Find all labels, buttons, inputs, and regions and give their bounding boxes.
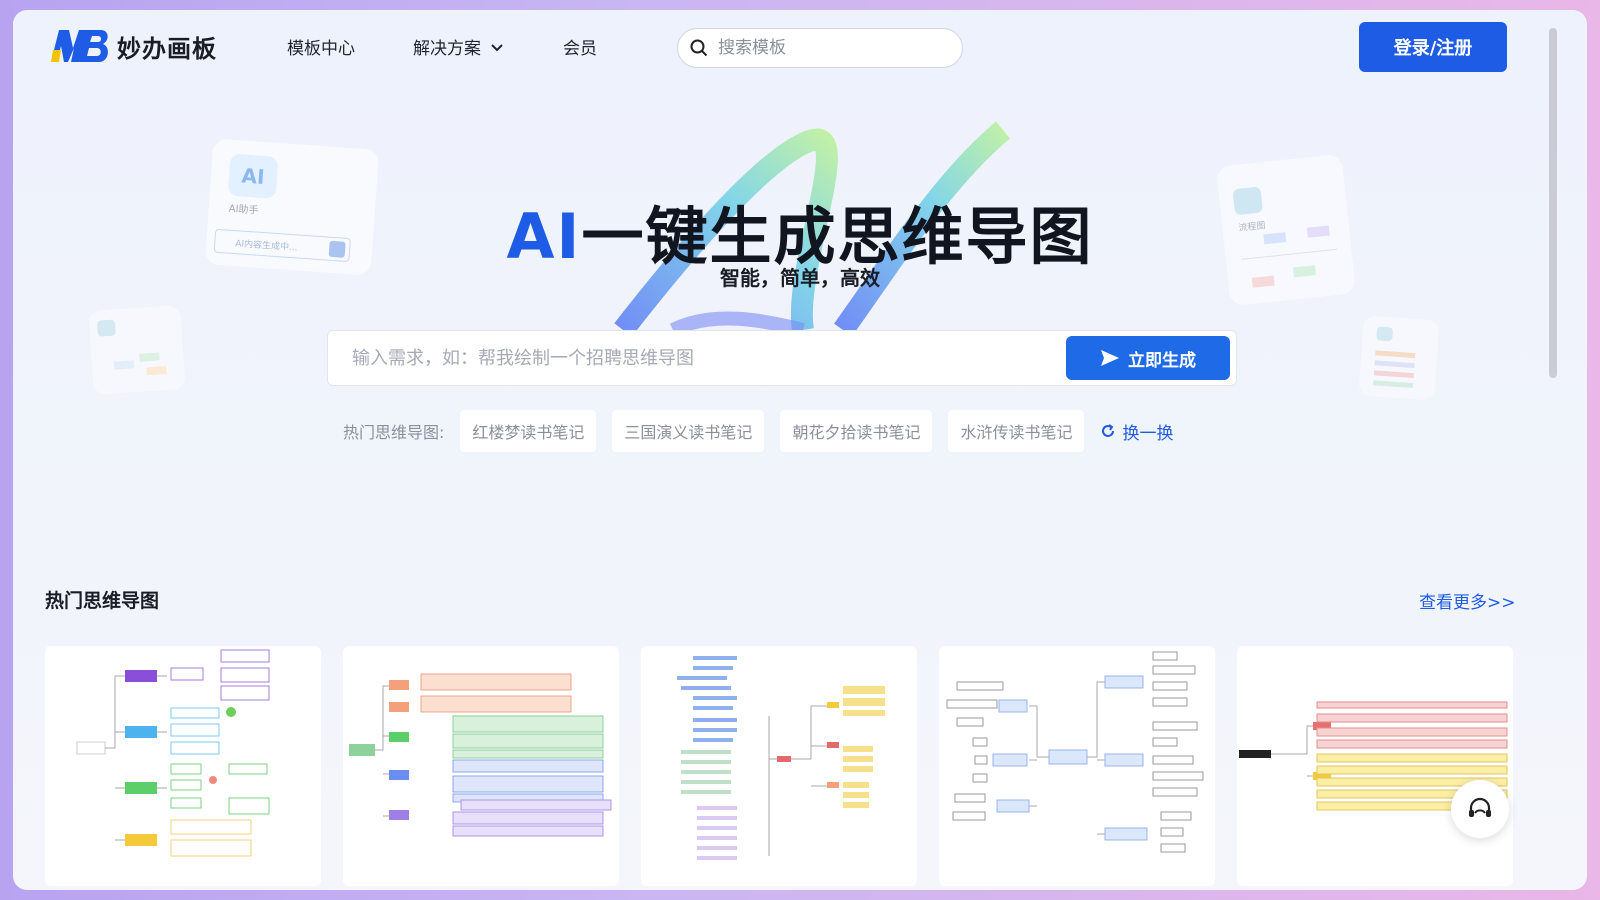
- refresh-button[interactable]: 换一换: [1100, 419, 1173, 444]
- refresh-icon: [1102, 424, 1115, 437]
- brand-logo-icon: [51, 30, 108, 62]
- view-more-link[interactable]: 查看更多>>: [1419, 593, 1516, 613]
- ai-prompt-input[interactable]: [328, 347, 1066, 369]
- brand-name: 妙办画板: [117, 34, 217, 63]
- generate-now-button[interactable]: 立即生成: [1066, 336, 1230, 380]
- hero-title-ai: AI: [506, 200, 582, 273]
- mindmap-thumbnail: [677, 656, 885, 860]
- chevron-down-icon: [491, 43, 503, 51]
- nav-item-solutions[interactable]: 解决方案: [413, 34, 505, 59]
- template-card[interactable]: [641, 646, 917, 886]
- mindmap-thumbnail: [1239, 701, 1508, 811]
- mini-card-decoration-right: [1358, 315, 1440, 401]
- login-register-button[interactable]: 登录/注册: [1359, 22, 1507, 72]
- template-card[interactable]: [45, 646, 321, 886]
- template-card-list: [45, 646, 1513, 886]
- mindmap-thumbnail: [946, 651, 1204, 853]
- hot-chip[interactable]: 红楼梦读书笔记: [460, 410, 597, 452]
- main-nav: 模板中心 解决方案 会员: [287, 34, 655, 59]
- hot-suggestions: 热门思维导图: 红楼梦读书笔记 三国演义读书笔记 朝花夕拾读书笔记 水浒传读书笔…: [343, 410, 1173, 452]
- page-scrollbar[interactable]: [1549, 28, 1557, 378]
- nav-item-label: 会员: [563, 39, 597, 59]
- hot-chip[interactable]: 水浒传读书笔记: [948, 410, 1085, 452]
- hero-subtitle: 智能，简单，高效: [720, 266, 880, 290]
- nav-item-membership[interactable]: 会员: [563, 34, 597, 59]
- template-card[interactable]: [1237, 646, 1513, 886]
- ai-generate-box: 立即生成: [327, 330, 1237, 386]
- mindmap-thumbnail: [76, 649, 270, 857]
- refresh-label: 换一换: [1122, 423, 1174, 444]
- search-input[interactable]: [718, 38, 938, 58]
- hot-suggestions-label: 热门思维导图:: [343, 423, 445, 442]
- hero-title: AI一键生成思维导图: [13, 186, 1587, 276]
- search-bar: [677, 28, 963, 68]
- nav-item-templates[interactable]: 模板中心: [287, 34, 355, 59]
- hero-title-text: 一键生成思维导图: [581, 200, 1094, 273]
- top-nav-bar: 妙办画板 模板中心 解决方案 会员 登录/注册: [13, 10, 1587, 86]
- mindmap-thumbnail: [349, 673, 612, 837]
- headset-icon: [1469, 797, 1491, 817]
- nav-item-label: 解决方案: [413, 39, 481, 59]
- app-window: AI AI助手 AI内容生成中... 流程图: [13, 10, 1587, 890]
- hot-chip[interactable]: 朝花夕拾读书笔记: [780, 410, 933, 452]
- generate-now-label: 立即生成: [1128, 350, 1196, 371]
- hero-ribbon-decoration: [614, 121, 1011, 330]
- customer-service-button[interactable]: [1451, 780, 1509, 838]
- nav-item-label: 模板中心: [287, 39, 355, 59]
- hot-chip[interactable]: 三国演义读书笔记: [612, 410, 765, 452]
- section-title: 热门思维导图: [45, 590, 160, 612]
- template-card[interactable]: [343, 646, 619, 886]
- search-icon: [690, 39, 708, 57]
- template-card[interactable]: [939, 646, 1215, 886]
- mini-card-decoration-left: [88, 304, 186, 396]
- send-icon: [1101, 350, 1119, 366]
- brand-logo[interactable]: 妙办画板: [47, 28, 217, 64]
